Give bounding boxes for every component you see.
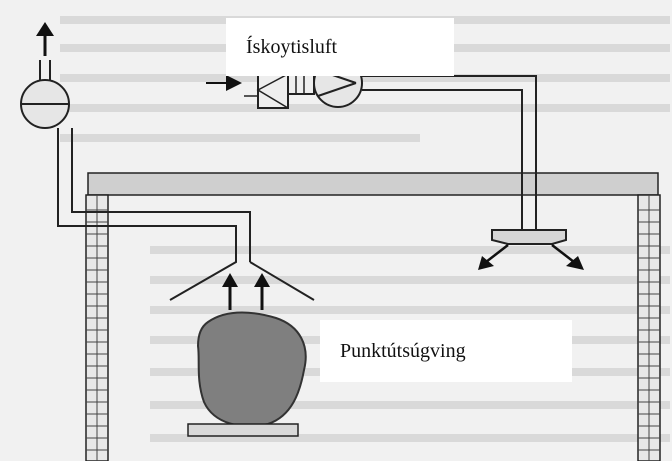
exhaust-outlet-arrow-icon [36,22,54,56]
diffuser-arrow-right-icon [551,244,584,270]
supply-diffuser [491,229,567,245]
emission-source [187,311,307,437]
supply-intake-arrow-icon [206,75,242,91]
extraction-arrow-left-icon [222,273,238,310]
exhaust-duct [57,128,315,301]
diffuser-arrow-left-icon [478,244,509,270]
right-wall [637,194,661,461]
left-wall [85,194,109,461]
supply-air-label: Ískoytisluft [226,18,454,76]
ceiling-beam [87,172,659,196]
exhaust-fan-icon [20,60,70,129]
supply-duct [362,75,537,230]
extraction-arrow-right-icon [254,273,270,310]
point-extraction-label: Punktútsúgving [320,320,572,382]
